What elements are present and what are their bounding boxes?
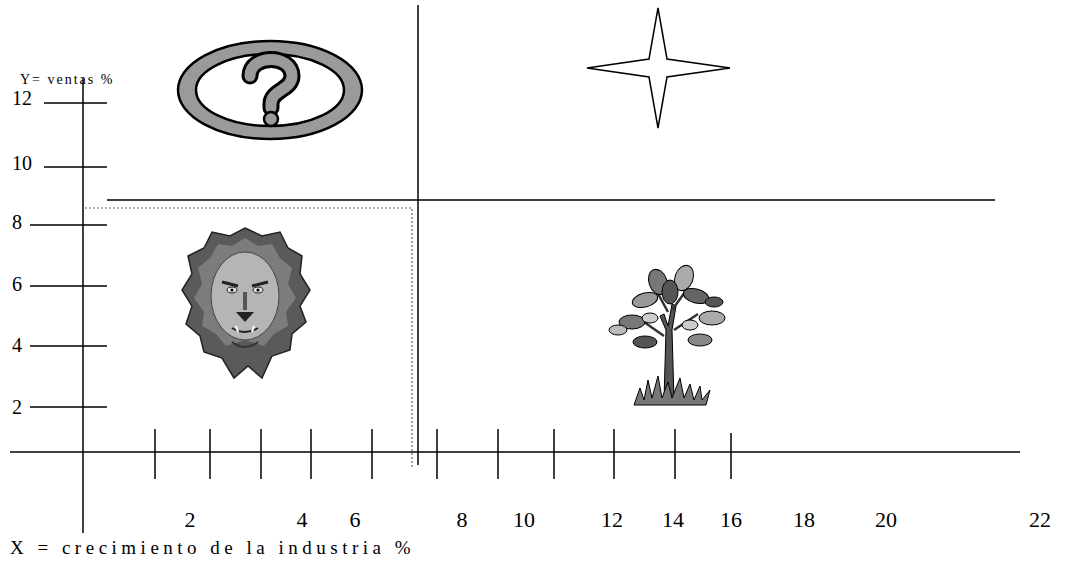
question-mark-icon bbox=[178, 41, 362, 139]
star-icon bbox=[587, 8, 730, 128]
y-ticks bbox=[30, 103, 107, 407]
tick-label: 8 bbox=[457, 508, 468, 532]
tick-label: 6 bbox=[350, 508, 361, 532]
tick-label: 14 bbox=[662, 508, 684, 532]
lion-icon bbox=[182, 228, 310, 378]
tick-label: 4 bbox=[297, 508, 308, 532]
tick-label: 2 bbox=[185, 508, 196, 532]
tick-label: 10 bbox=[513, 508, 535, 532]
tick-label: 12 bbox=[601, 508, 623, 532]
tick-label: 6 bbox=[12, 273, 22, 295]
tick-label: 22 bbox=[1029, 508, 1051, 532]
tick-label: 16 bbox=[720, 508, 742, 532]
axis-title: Y= ventas % bbox=[20, 72, 114, 87]
tick-label: 4 bbox=[12, 334, 22, 356]
tick-label: 20 bbox=[875, 508, 897, 532]
y-axis bbox=[82, 78, 84, 533]
tick-label: 8 bbox=[12, 211, 22, 233]
tick-label: 10 bbox=[12, 152, 32, 174]
tick-label: 2 bbox=[12, 396, 22, 418]
x-ticks bbox=[155, 429, 731, 479]
dotted-guide bbox=[85, 208, 412, 467]
tree-icon bbox=[609, 263, 725, 405]
tick-label: 12 bbox=[12, 87, 32, 109]
quadrant-divider bbox=[107, 199, 995, 201]
tick-label: 18 bbox=[793, 508, 815, 532]
axis-title: X = crecimiento de la industria % bbox=[10, 538, 415, 559]
quadrant-divider bbox=[417, 5, 419, 465]
x-axis bbox=[10, 451, 1020, 453]
